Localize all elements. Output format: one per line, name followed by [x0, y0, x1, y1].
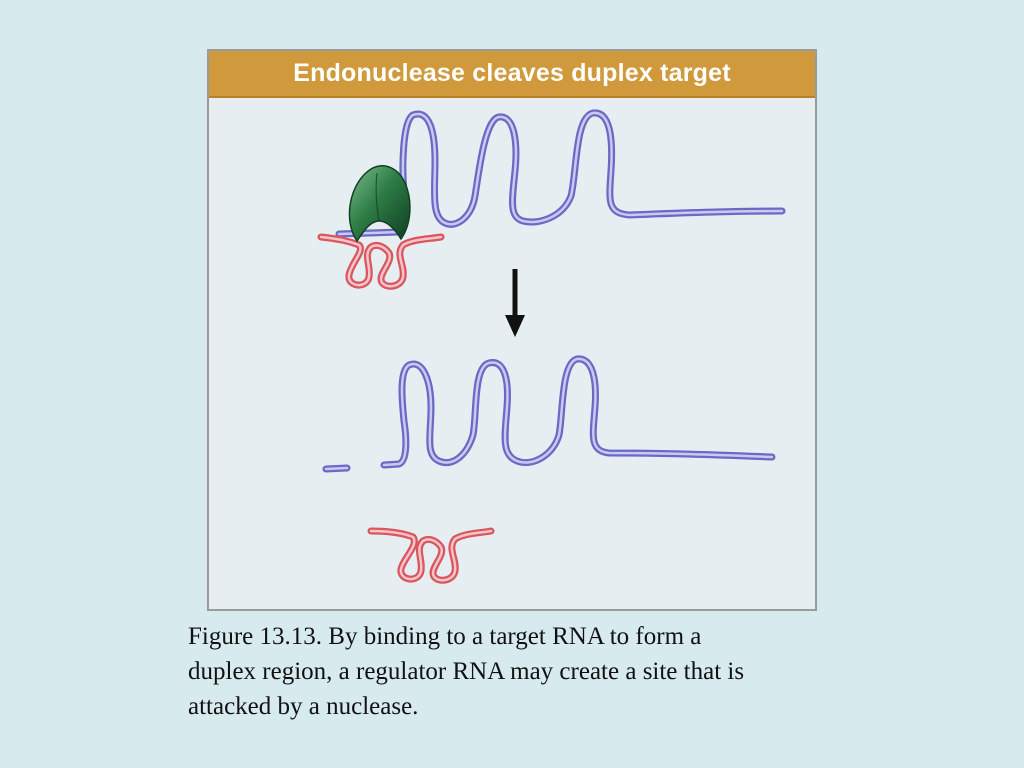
figure-panel: Endonuclease cleaves duplex target [207, 49, 817, 611]
diagram-canvas [317, 109, 786, 584]
caption-line-3: attacked by a nuclease. [188, 693, 419, 720]
reaction-arrow-icon [505, 269, 525, 337]
endonuclease-icon [348, 165, 411, 243]
target-rna-cleaved [380, 355, 776, 469]
figure-caption: Figure 13.13. By binding to a target RNA… [188, 619, 838, 724]
cleaved-fragment-small [322, 464, 351, 473]
regulator-rna-top [317, 233, 445, 290]
target-rna-top [335, 109, 786, 238]
caption-line-2: duplex region, a regulator RNA may creat… [188, 658, 745, 685]
regulator-rna-released [367, 527, 495, 584]
caption-line-1: Figure 13.13. By binding to a target RNA… [188, 623, 702, 650]
figure-title: Endonuclease cleaves duplex target [293, 59, 731, 87]
figure-header: Endonuclease cleaves duplex target [209, 51, 815, 98]
